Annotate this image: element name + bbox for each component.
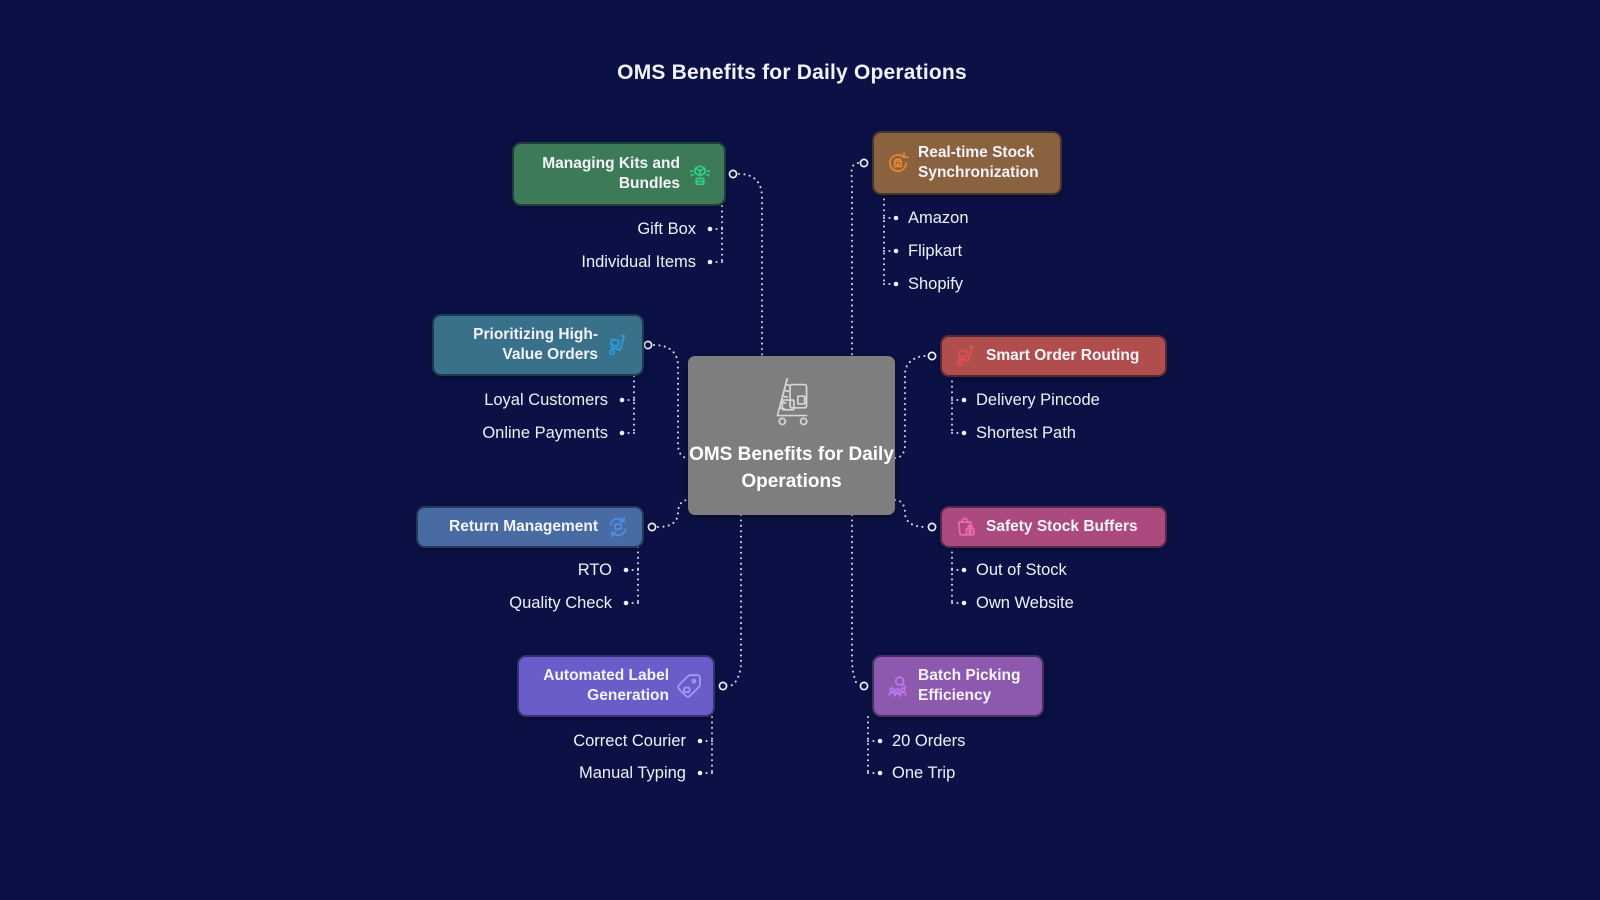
branch-node-realtime-stock[interactable]: Real-time Stock Synchronization — [872, 131, 1062, 195]
leader-label-generation — [703, 716, 713, 774]
item-dot — [619, 430, 625, 436]
item-dot — [893, 215, 899, 221]
item-dot — [893, 281, 899, 287]
delivery-cart-icon — [776, 377, 808, 426]
central-node-label: OMS Benefits for Daily Operations — [689, 444, 894, 492]
branch-node-label-generation[interactable]: Automated Label Generation — [517, 655, 715, 717]
branch-node-label: Batch Picking Efficiency — [918, 666, 1021, 704]
item-dot — [961, 567, 967, 573]
hand-truck-icon — [608, 334, 626, 356]
item-dot — [697, 770, 703, 776]
branch-node-label: Managing Kits and Bundles — [542, 154, 680, 192]
locked-bag-icon — [958, 517, 975, 536]
item-dot — [623, 600, 629, 606]
leader-prioritizing — [625, 375, 635, 434]
connector-prioritizing — [653, 344, 689, 459]
branch-node-label: Real-time Stock Synchronization — [918, 143, 1039, 181]
sub-item[interactable]: Correct Courier — [573, 732, 686, 750]
central-node[interactable]: OMS Benefits for Daily Operations — [688, 356, 895, 515]
branch-node-order-routing[interactable]: Smart Order Routing — [940, 335, 1167, 377]
leader-realtime-stock — [883, 193, 893, 285]
branch-node-managing-kits[interactable]: Managing Kits and Bundles — [512, 142, 726, 206]
sub-item[interactable]: Loyal Customers — [484, 391, 608, 409]
leader-safety-stock — [951, 546, 961, 604]
branch-node-label: Smart Order Routing — [986, 346, 1140, 364]
item-dot — [877, 738, 883, 744]
label-tag-icon — [677, 674, 701, 698]
item-dot — [877, 770, 883, 776]
package-cube-icon — [689, 165, 711, 186]
leader-order-routing — [951, 375, 961, 434]
connector-ring — [728, 169, 738, 179]
connector-order-routing — [894, 355, 927, 459]
sub-item[interactable]: Flipkart — [908, 242, 963, 260]
connector-ring — [718, 681, 728, 691]
connector-ring — [859, 158, 869, 168]
branch-node-label: Safety Stock Buffers — [986, 517, 1138, 535]
sub-item[interactable]: Gift Box — [637, 220, 696, 238]
hand-truck-icon — [956, 345, 974, 367]
sub-item[interactable]: Quality Check — [509, 594, 612, 612]
connector-safety-stock — [894, 499, 927, 528]
branch-node-label: Return Management — [449, 517, 598, 535]
sub-item[interactable]: Delivery Pincode — [976, 391, 1100, 409]
item-dot — [697, 738, 703, 744]
connector-ring — [927, 522, 937, 532]
sub-item[interactable]: Amazon — [908, 209, 969, 227]
connector-ring — [927, 351, 937, 361]
sub-item[interactable]: Shortest Path — [976, 424, 1076, 442]
sub-item[interactable]: Online Payments — [482, 424, 608, 442]
sub-item[interactable]: 20 Orders — [892, 732, 966, 750]
item-dot — [707, 226, 713, 232]
branch-node-return-management[interactable]: Return Management — [416, 506, 644, 548]
sub-item[interactable]: Manual Typing — [578, 764, 686, 782]
branch-node-prioritizing[interactable]: Prioritizing High-Value Orders — [432, 314, 644, 376]
item-dot — [707, 259, 713, 265]
item-dot — [619, 397, 625, 403]
sub-item[interactable]: Individual Items — [581, 253, 696, 271]
connector-realtime-stock — [850, 162, 859, 357]
sub-item[interactable]: Shopify — [908, 275, 964, 293]
branch-node-label: Automated Label Generation — [543, 666, 669, 704]
item-dot — [961, 600, 967, 606]
connector-managing-kits — [738, 173, 763, 357]
leader-managing-kits — [713, 205, 723, 263]
return-sync-icon — [609, 516, 627, 538]
sync-store-icon — [889, 152, 910, 172]
connector-ring — [643, 340, 653, 350]
branch-node-batch-picking[interactable]: Batch Picking Efficiency — [872, 655, 1044, 717]
item-dot — [893, 248, 899, 254]
page-title: OMS Benefits for Daily Operations — [617, 61, 967, 84]
leader-batch-picking — [867, 716, 877, 774]
connector-ring — [647, 522, 657, 532]
team-search-icon — [888, 676, 907, 697]
connector-ring — [859, 681, 869, 691]
sub-item[interactable]: Out of Stock — [976, 561, 1067, 579]
item-dot — [623, 567, 629, 573]
connector-batch-picking — [851, 514, 859, 687]
sub-item[interactable]: RTO — [577, 561, 612, 579]
branch-node-label: Prioritizing High-Value Orders — [473, 325, 598, 363]
item-dot — [961, 430, 967, 436]
leader-return-management — [629, 546, 639, 604]
sub-item[interactable]: Own Website — [976, 594, 1074, 612]
connector-return-management — [657, 499, 689, 528]
connector-label-generation — [728, 514, 742, 687]
branch-node-safety-stock[interactable]: Safety Stock Buffers — [940, 506, 1167, 548]
sub-item[interactable]: One Trip — [892, 764, 956, 782]
item-dot — [961, 397, 967, 403]
